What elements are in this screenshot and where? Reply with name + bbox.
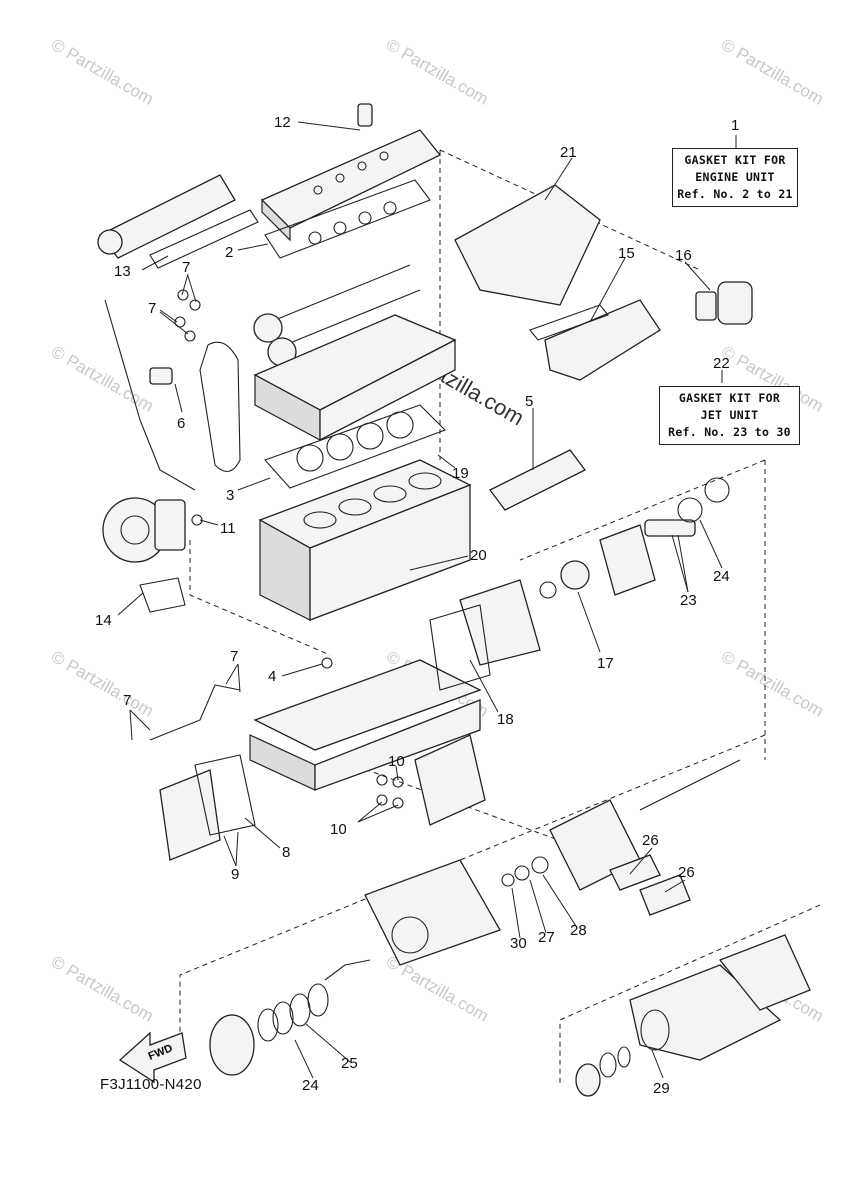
camshaft-part (253, 264, 421, 367)
kit-line: Ref. No. 2 to 21 (677, 187, 793, 201)
jet-pump-housing-part (364, 859, 501, 966)
callout-15: 15 (618, 245, 635, 262)
callout-7: 7 (230, 648, 238, 665)
callout-28: 28 (570, 922, 587, 939)
timing-chain-part (199, 341, 241, 472)
callout-2: 2 (225, 244, 233, 261)
drive-coupling-part (599, 477, 730, 596)
cylinder-block-part (258, 459, 472, 621)
head-gasket-part (264, 404, 446, 489)
fwd-arrow-icon: FWD (118, 1031, 187, 1084)
nozzle-assembly-part (575, 934, 811, 1097)
callout-24: 24 (713, 568, 730, 585)
callout-7: 7 (123, 692, 131, 709)
callout-10: 10 (388, 753, 405, 770)
callout-11: 11 (220, 520, 236, 537)
callout-4: 4 (268, 668, 276, 685)
drive-shaft-part (639, 759, 741, 811)
watermark: © Partzilla.com (48, 35, 157, 109)
callout-27: 27 (538, 929, 555, 946)
crankcase-part (249, 659, 482, 791)
cylinder-head-part (253, 314, 457, 442)
kit-line: GASKET KIT FOR (678, 391, 781, 405)
callout-14: 14 (95, 612, 112, 629)
callout-17: 17 (597, 655, 614, 672)
watermark: © Partzilla.com (48, 647, 157, 721)
exhaust-manifold-part (97, 174, 259, 269)
side-cover-part (489, 449, 586, 511)
oil-pump-part (149, 684, 256, 861)
watermark: © Partzilla.com (48, 952, 157, 1026)
generator-cover-part (414, 734, 486, 826)
turbocharger-part (102, 497, 186, 613)
callout-labels: 12 2 13 7 7 6 3 11 14 21 15 16 5 19 20 2… (95, 114, 739, 1097)
watermark: © Partzilla.com (718, 35, 827, 109)
callout-6: 6 (177, 415, 185, 432)
callout-24: 24 (302, 1077, 319, 1094)
callout-16: 16 (675, 247, 692, 264)
callout-19: 19 (452, 465, 469, 482)
valve-cover-part (260, 103, 442, 242)
callout-21: 21 (560, 144, 577, 161)
callout-8: 8 (282, 844, 290, 861)
engine-gasket-kit-box: GASKET KIT FOR ENGINE UNIT Ref. No. 2 to… (672, 148, 798, 207)
callout-20: 20 (470, 547, 487, 564)
intermediate-housing-part (501, 799, 691, 916)
watermark: © Partzilla.com (718, 647, 827, 721)
callout-22: 22 (713, 355, 730, 372)
callout-18: 18 (497, 711, 514, 728)
cover-gasket-part (264, 179, 431, 259)
callout-30: 30 (510, 935, 527, 952)
callout-26: 26 (642, 832, 659, 849)
callout-5: 5 (525, 393, 533, 410)
callout-23: 23 (680, 592, 697, 609)
callout-7: 7 (148, 300, 156, 317)
fasteners-part (149, 289, 404, 809)
drawing-code: F3J1100-N420 (100, 1076, 202, 1093)
callout-9: 9 (231, 866, 239, 883)
kit-line: ENGINE UNIT (695, 170, 775, 184)
callout-12: 12 (274, 114, 291, 131)
jet-gasket-kit-box: GASKET KIT FOR JET UNIT Ref. No. 23 to 3… (659, 386, 800, 445)
rear-cover-part (429, 560, 590, 691)
callout-7: 7 (182, 259, 190, 276)
intake-manifold-part (454, 184, 753, 381)
dipstick-part (104, 299, 196, 491)
callout-1: 1 (731, 117, 739, 134)
watermark: © Partzilla.com (383, 35, 492, 109)
callout-29: 29 (653, 1080, 670, 1097)
watermark: © Partzilla.com (48, 342, 157, 416)
kit-line: GASKET KIT FOR (684, 153, 786, 167)
bearing-seal-part (209, 959, 371, 1076)
callout-26: 26 (678, 864, 695, 881)
callout-3: 3 (226, 487, 234, 504)
leader-lines (117, 121, 737, 1079)
callout-25: 25 (341, 1055, 358, 1072)
callout-10: 10 (330, 821, 347, 838)
callout-13: 13 (114, 263, 131, 280)
kit-line: Ref. No. 23 to 30 (668, 425, 791, 439)
kit-line: JET UNIT (700, 408, 759, 422)
